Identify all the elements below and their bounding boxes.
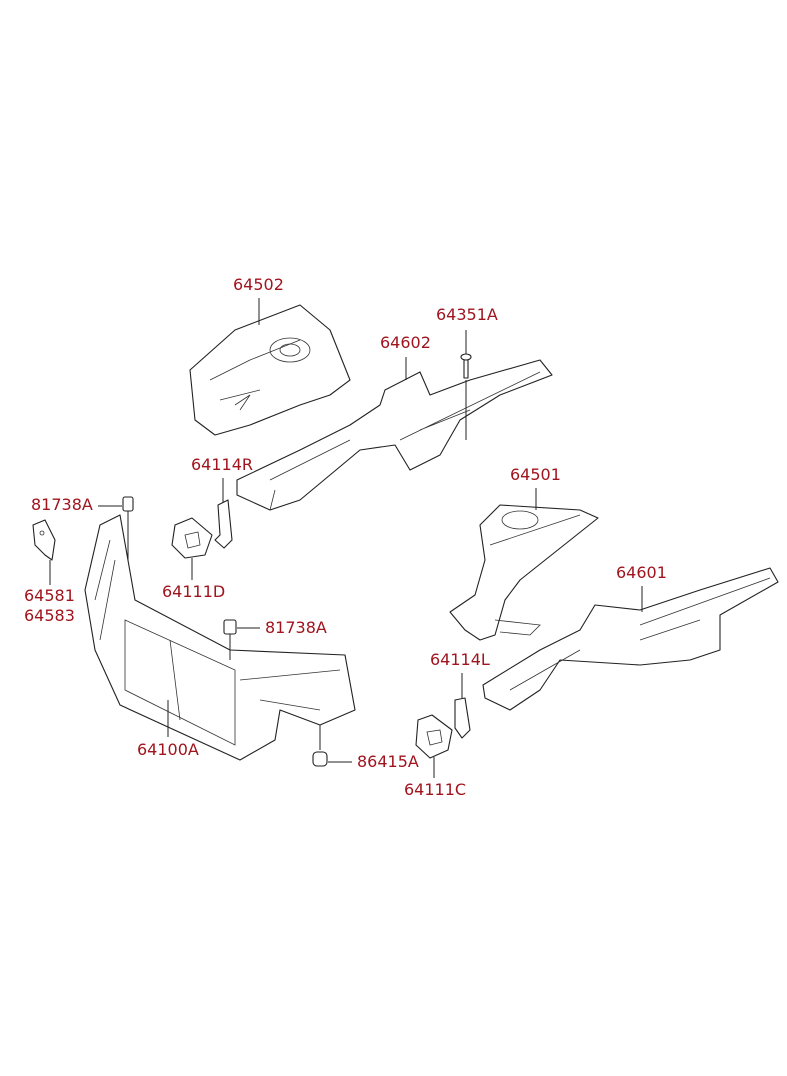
part-64602-side-member[interactable] [236, 359, 553, 511]
part-64100A-front-end-carrier[interactable] [84, 514, 356, 761]
label-64601[interactable]: 64601 [616, 563, 667, 582]
label-64351A[interactable]: 64351A [436, 305, 498, 324]
part-64351A-bolt[interactable] [460, 353, 472, 379]
part-81738A-bumper-top[interactable] [122, 496, 134, 512]
label-81738A-top[interactable]: 81738A [31, 495, 93, 514]
part-86415A-stopper[interactable] [312, 751, 328, 767]
label-64114L[interactable]: 64114L [430, 650, 490, 669]
label-64581[interactable]: 64581 [24, 586, 75, 605]
part-64114R-bracket[interactable] [214, 499, 233, 549]
label-64111C[interactable]: 64111C [404, 780, 467, 799]
part-64581-bracket[interactable] [32, 519, 56, 561]
label-64100A[interactable]: 64100A [137, 740, 199, 759]
label-64111D[interactable]: 64111D [162, 582, 226, 601]
label-64501[interactable]: 64501 [510, 465, 561, 484]
label-64602[interactable]: 64602 [380, 333, 431, 352]
part-64502-wheelhouse[interactable] [189, 304, 351, 436]
label-64583[interactable]: 64583 [24, 606, 75, 625]
part-64111D-plate[interactable] [171, 517, 213, 559]
part-64111C-plate[interactable] [415, 714, 453, 759]
label-86415A[interactable]: 86415A [357, 752, 419, 771]
part-64601-side-member[interactable] [482, 567, 779, 711]
label-64502[interactable]: 64502 [233, 275, 284, 294]
label-81738A-mid[interactable]: 81738A [265, 618, 327, 637]
part-64501-wheelhouse[interactable] [449, 504, 599, 641]
part-81738A-bumper-mid[interactable] [223, 619, 237, 635]
part-64114L-bracket[interactable] [454, 697, 471, 739]
label-64114R[interactable]: 64114R [191, 455, 254, 474]
